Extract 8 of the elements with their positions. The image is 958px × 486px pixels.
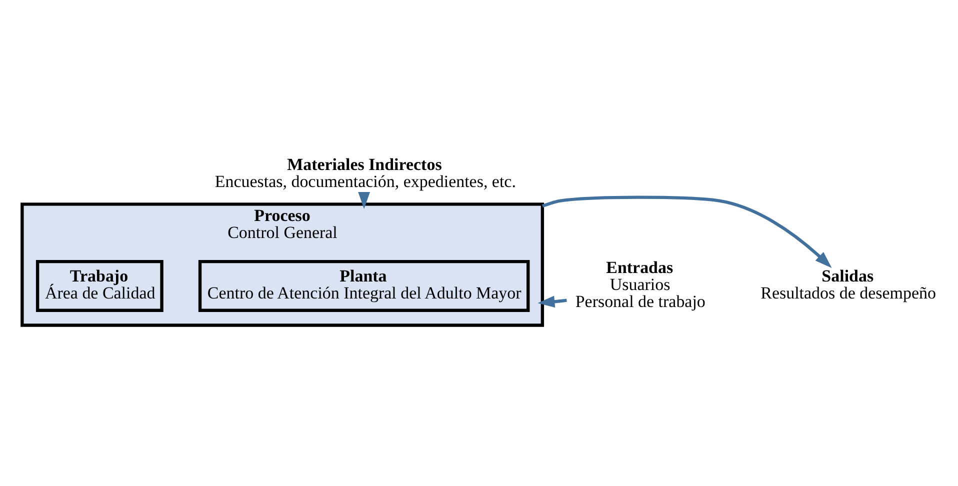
arrow	[542, 195, 832, 268]
arrow	[358, 192, 370, 209]
arrow	[538, 295, 567, 308]
node-box: Trabajo Área de Calidad	[36, 259, 164, 312]
node-text: Entradas Usuarios Personal de trabajo	[575, 258, 706, 310]
node-text: Salidas Resultados de desempeño	[760, 266, 936, 302]
node-text: Materiales Indirectos Encuestas, documentación, expedientes, etc.	[214, 154, 516, 191]
node-box: Planta Centro de Atención Integral del Adulto Mayor	[198, 259, 530, 312]
